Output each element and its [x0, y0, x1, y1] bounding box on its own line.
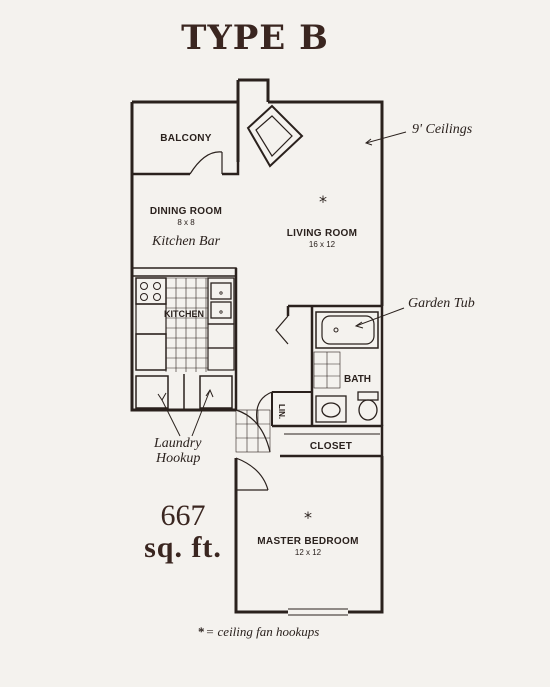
balcony-wall: [132, 162, 240, 176]
room-label-closet: CLOSET: [309, 441, 353, 452]
ceiling-fan-icon-bedroom: *: [304, 508, 312, 527]
toilet: [357, 391, 379, 421]
sink: [207, 277, 235, 325]
room-label-bath: BATH: [344, 374, 372, 385]
counter-right: [207, 347, 235, 371]
master-bedroom-wall: [234, 456, 384, 614]
fireplace: [246, 104, 304, 168]
ceiling-fan-legend: *= ceiling fan hookups: [198, 624, 319, 640]
bath-wall-left: [286, 306, 314, 426]
counter-left: [135, 303, 167, 335]
room-label-kitchen: KITCHEN: [164, 309, 204, 319]
room-label-balcony: BALCONY: [160, 133, 212, 144]
hall-door-swing: [275, 315, 289, 345]
kitchen-tile-floor: [165, 277, 208, 372]
room-dim-dining: 8 x 8: [177, 218, 195, 227]
chimney-wall: [236, 78, 270, 162]
outer-wall-upper: [130, 100, 384, 412]
ceiling-fan-legend-text: = ceiling fan hookups: [205, 624, 320, 639]
ceilings-callout-line: [365, 131, 407, 144]
room-dim-master-bedroom: 12 x 12: [294, 548, 322, 557]
entry-door-swing: [235, 409, 271, 453]
ceiling-fan-icon: *: [319, 192, 327, 211]
garden-tub: [315, 311, 379, 349]
square-footage-unit: sq. ft.: [144, 531, 222, 564]
closet-wall: [272, 424, 384, 458]
balcony-door-swing: [189, 151, 223, 175]
room-dim-living: 16 x 12: [308, 240, 336, 249]
room-label-living: LIVING ROOM: [286, 228, 358, 239]
callout-garden-tub: Garden Tub: [408, 296, 475, 311]
callout-ceilings: 9' Ceilings: [412, 122, 473, 137]
room-label-linen: LIN.: [277, 404, 286, 420]
callout-laundry-line1: Laundry: [154, 436, 202, 451]
refrigerator: [135, 333, 167, 371]
linen-door-swing: [256, 391, 273, 427]
square-footage-value: 667: [160, 499, 206, 532]
vanity-sink: [315, 395, 347, 423]
bedroom-door-swing: [235, 457, 269, 491]
bath-tile-floor: [313, 351, 341, 389]
entry-tile: [235, 409, 271, 453]
callout-laundry-line2: Hookup: [156, 451, 201, 466]
laundry-closet: [135, 374, 233, 410]
garden-tub-callout-line: [355, 307, 405, 327]
linen-closet: [271, 391, 312, 426]
dishwasher: [207, 323, 235, 349]
room-label-dining: DINING ROOM: [149, 206, 223, 217]
bath-wall: [288, 304, 384, 426]
callout-kitchen-bar: Kitchen Bar: [152, 234, 221, 249]
kitchen-bar: [132, 267, 237, 277]
range: [135, 277, 167, 305]
ceiling-fan-legend-symbol: *: [198, 624, 205, 639]
room-label-master-bedroom: MASTER BEDROOM: [257, 536, 359, 547]
square-footage: 667 sq. ft.: [138, 500, 228, 564]
page-title: TYPE B: [181, 18, 329, 58]
laundry-callout-lines: [157, 388, 214, 437]
